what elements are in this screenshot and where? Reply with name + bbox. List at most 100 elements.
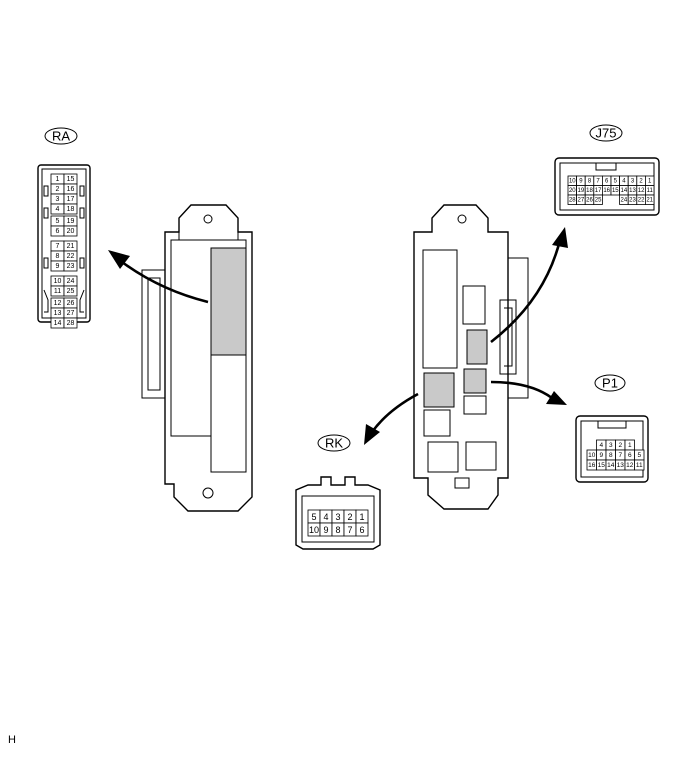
- pin-number: 25: [595, 197, 602, 203]
- pin-cell: [63, 203, 78, 215]
- right-module: [413, 204, 529, 510]
- pin-number: 14: [607, 462, 615, 469]
- pin-number: 1: [628, 442, 632, 449]
- pin-cell: [63, 225, 78, 237]
- pin-number: 12: [638, 188, 645, 194]
- pin-number: 11: [636, 462, 643, 469]
- connector-ra-label-oval: [44, 127, 78, 145]
- pin-number: 24: [67, 278, 75, 285]
- arrow-to-rk: [364, 392, 419, 445]
- pin-cell: [634, 459, 645, 471]
- connector-ra-label: RA: [52, 129, 70, 144]
- pin-number: 10: [588, 452, 596, 459]
- pin-number: 16: [588, 462, 596, 469]
- pin-number: 8: [609, 452, 613, 459]
- pin-number: 3: [56, 196, 60, 203]
- pin-cell: [63, 285, 78, 297]
- connector-rk-label: RK: [325, 436, 343, 451]
- pin-number: 10: [309, 525, 319, 535]
- pin-number: 9: [323, 525, 328, 535]
- pin-number: 21: [646, 197, 653, 203]
- connector-p1-label: P1: [602, 376, 618, 391]
- arrow-to-p1: [490, 380, 567, 405]
- pin-number: 19: [67, 218, 75, 225]
- pin-number: 19: [578, 188, 585, 194]
- pin-number: 20: [67, 228, 75, 235]
- pin-cell: [593, 194, 603, 205]
- pin-number: 14: [621, 188, 628, 194]
- pin-number: 6: [605, 178, 609, 184]
- pin-number: 15: [67, 176, 75, 183]
- pin-number: 5: [637, 452, 641, 459]
- pin-number: 21: [67, 243, 75, 250]
- pin-number: 28: [569, 197, 576, 203]
- pin-number: 5: [311, 512, 316, 522]
- pin-number: 18: [67, 206, 75, 213]
- pin-number: 3: [609, 442, 613, 449]
- pin-number: 11: [647, 188, 654, 194]
- pin-cell: [63, 260, 78, 272]
- pin-number: 27: [67, 310, 75, 317]
- pin-number: 16: [603, 188, 610, 194]
- pin-number: 10: [569, 178, 576, 184]
- pin-number: 1: [56, 176, 60, 183]
- rk-connector-position: [423, 372, 455, 408]
- pin-number: 6: [56, 228, 60, 235]
- pin-cell: [63, 317, 78, 329]
- connector-j75-label-oval: [589, 124, 623, 142]
- pin-number: 1: [359, 512, 364, 522]
- arrow-to-ra: [108, 250, 209, 304]
- p1-connector-position: [463, 368, 487, 394]
- pin-number: 18: [586, 188, 593, 194]
- pin-number: 25: [67, 288, 75, 295]
- pin-number: 7: [596, 178, 600, 184]
- pin-number: 22: [638, 197, 645, 203]
- pin-number: 10: [54, 278, 62, 285]
- pin-number: 6: [628, 452, 632, 459]
- pin-number: 6: [359, 525, 364, 535]
- pin-number: 26: [67, 300, 75, 307]
- pin-number: 5: [614, 178, 618, 184]
- pin-number: 7: [56, 243, 60, 250]
- pin-number: 1: [648, 178, 652, 184]
- pin-number: 14: [54, 320, 62, 327]
- pin-cell: [645, 194, 655, 205]
- pin-number: 9: [599, 452, 603, 459]
- ra-connector-position: [210, 247, 247, 356]
- pin-number: 17: [595, 188, 602, 194]
- pin-number: 23: [67, 263, 75, 270]
- pin-number: 2: [639, 178, 643, 184]
- pin-number: 13: [629, 188, 636, 194]
- pin-number: 2: [347, 512, 352, 522]
- pin-number: 8: [56, 253, 60, 260]
- connector-rk-label-oval: [317, 434, 351, 452]
- pin-number: 15: [598, 462, 606, 469]
- pin-number: 7: [618, 452, 622, 459]
- pin-number: 2: [618, 442, 622, 449]
- connector-p1-label-oval: [594, 374, 626, 392]
- pin-number: 23: [629, 197, 636, 203]
- j75-connector-position: [466, 329, 488, 365]
- pin-number: 12: [626, 462, 634, 469]
- pin-number: 28: [67, 320, 75, 327]
- pin-number: 5: [56, 218, 60, 225]
- pin-number: 13: [54, 310, 62, 317]
- pin-number: 26: [586, 197, 593, 203]
- pin-number: 8: [588, 178, 592, 184]
- pin-number: 15: [612, 188, 619, 194]
- pin-number: 7: [347, 525, 352, 535]
- left-module: [141, 204, 253, 512]
- pin-number: 12: [54, 300, 62, 307]
- pin-number: 20: [569, 188, 576, 194]
- pin-number: 24: [621, 197, 628, 203]
- pin-number: 4: [599, 442, 603, 449]
- pin-number: 3: [631, 178, 635, 184]
- pin-number: 9: [56, 263, 60, 270]
- pin-number: 2: [56, 186, 60, 193]
